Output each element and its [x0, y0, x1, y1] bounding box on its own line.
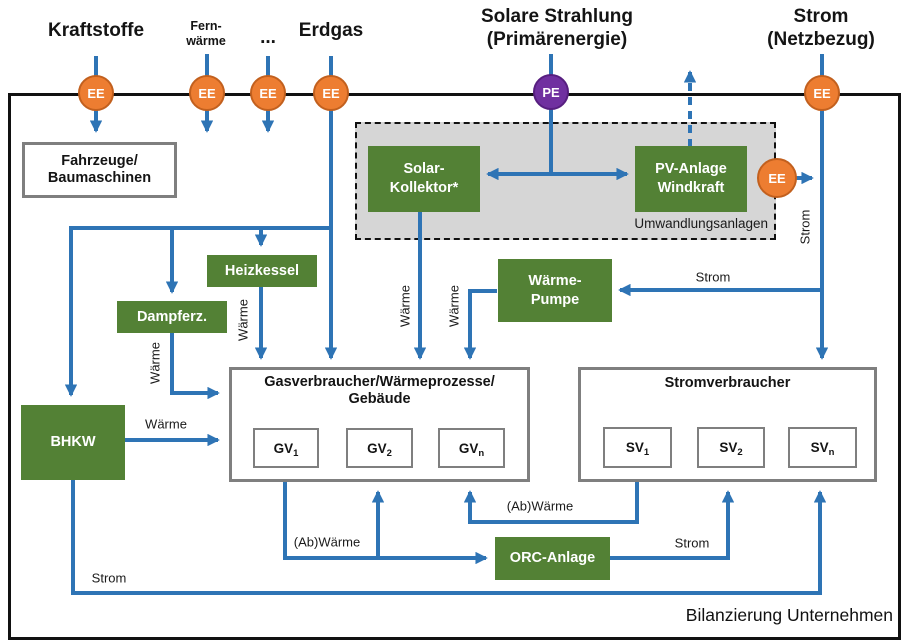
pv-anlage-box: PV-Anlage Windkraft: [635, 146, 747, 212]
unit-gv2: GV2: [346, 428, 413, 468]
fahrzeuge-label: Fahrzeuge/ Baumaschinen: [47, 153, 152, 186]
header-strom-netzbezug: Strom (Netzbezug): [767, 6, 875, 50]
unit-sv2: SV2: [697, 427, 765, 468]
label-waerme-solar: Wärme: [397, 285, 413, 327]
ee-node-pv-output: EE: [757, 158, 797, 198]
dampferzeuger-box: Dampferz.: [117, 301, 227, 333]
flow-bhkw-strom: [71, 480, 827, 595]
flow-dampferz-waerme: [170, 333, 220, 400]
waermepumpe-box: Wärme- Pumpe: [498, 259, 612, 322]
header-fernwaerme: Fern- wärme: [186, 19, 226, 48]
label-abwaerme-gv: (Ab)Wärme: [293, 534, 361, 550]
label-strom-vertical: Strom: [797, 209, 813, 245]
flow-erdgas-branch-bhkw: [64, 226, 331, 397]
gasverbraucher-title: Gasverbraucher/Wärmeprozesse/ Gebäude: [264, 374, 495, 407]
balance-boundary-border: [8, 93, 901, 640]
flow-sv1-abwaerme-gv: [463, 468, 639, 524]
bhkw-box: BHKW: [21, 405, 125, 480]
heizkessel-box: Heizkessel: [207, 255, 317, 287]
unit-gv1: GV1: [253, 428, 319, 468]
label-waerme-heizkessel: Wärme: [235, 299, 251, 341]
pe-node-solar: PE: [533, 74, 569, 110]
header-erdgas: Erdgas: [298, 20, 364, 41]
header-solare-strahlung: Solare Strahlung (Primärenergie): [480, 6, 634, 50]
unit-svn: SVn: [788, 427, 857, 468]
ee-node-netzstrom: EE: [804, 75, 840, 111]
label-waerme-dampferz: Wärme: [147, 342, 163, 384]
label-strom-orc: Strom: [674, 535, 710, 551]
ee-node-kraftstoffe: EE: [78, 75, 114, 111]
fahrzeuge-box: Fahrzeuge/ Baumaschinen: [22, 142, 177, 198]
ee-node-dots: EE: [250, 75, 286, 111]
orc-anlage-box: ORC-Anlage: [495, 537, 610, 580]
label-abwaerme-sv: (Ab)Wärme: [506, 498, 574, 514]
label-strom-waermepumpe: Strom: [695, 269, 731, 285]
flow-waermepumpe-waerme: [463, 289, 497, 360]
unit-sv1: SV1: [603, 427, 672, 468]
label-strom-bhkw: Strom: [91, 570, 127, 586]
flow-orc-strom: [610, 490, 735, 560]
ee-node-fernwaerme: EE: [189, 75, 225, 111]
header-dots: ...: [260, 27, 276, 48]
label-umwandlungsanlagen: Umwandlungsanlagen: [634, 216, 768, 231]
label-waerme-bhkw: Wärme: [145, 416, 187, 432]
flow-gv1-abwaerme-orc: [283, 468, 488, 565]
header-kraftstoffe: Kraftstoffe: [47, 20, 145, 41]
solarkollektor-box: Solar- Kollektor*: [368, 146, 480, 212]
label-waerme-waermepumpe: Wärme: [446, 285, 462, 327]
unit-gvn: GVn: [438, 428, 505, 468]
label-bilanzierung-unternehmen: Bilanzierung Unternehmen: [685, 605, 893, 625]
stromverbraucher-title: Stromverbraucher: [664, 375, 791, 391]
ee-node-erdgas: EE: [313, 75, 349, 111]
